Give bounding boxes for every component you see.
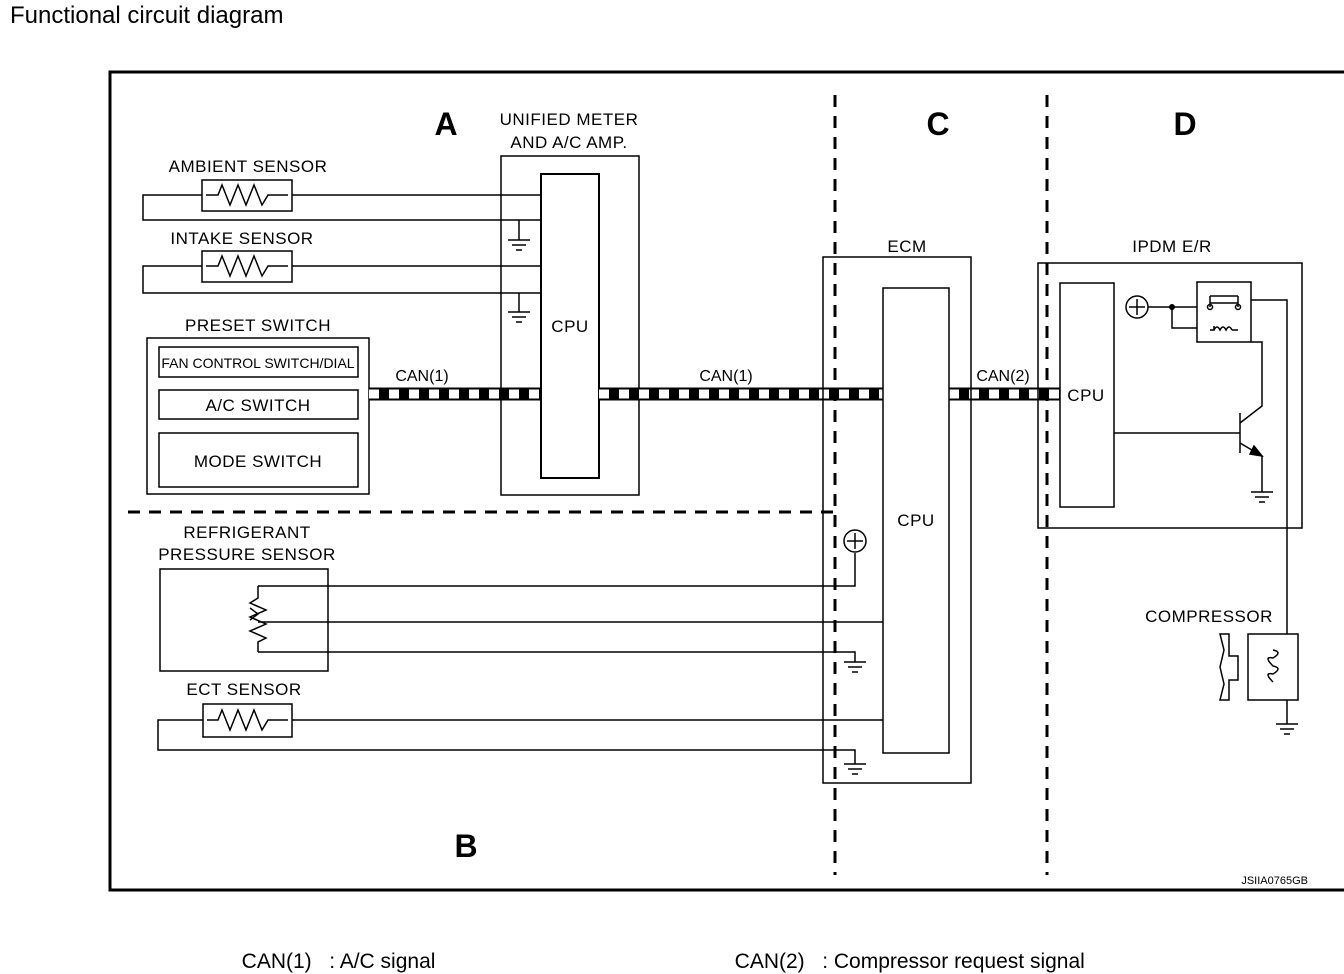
preset-switch-label: PRESET SWITCH (185, 316, 331, 335)
ground-icon (1275, 723, 1299, 735)
ground-icon (1250, 491, 1274, 503)
preset-switch-box (146, 337, 370, 495)
ambient-sensor-label: AMBIENT SENSOR (169, 157, 328, 176)
ect-sensor-label: ECT SENSOR (186, 680, 301, 699)
zone-label-a: A (434, 106, 457, 142)
ecm-cpu-label: CPU (897, 511, 934, 530)
relay-coil-feed (1171, 307, 1197, 329)
intake-resistor-symbol (206, 253, 288, 279)
ecm-cpu (882, 287, 950, 754)
refrigerant-potentiometer (248, 586, 268, 652)
ground-icon (843, 763, 867, 775)
relay-output-wire (1251, 299, 1288, 634)
relay-box (1196, 281, 1252, 343)
legend-can2: CAN(2) : Compressor request signal (723, 926, 1085, 974)
transistor-icon (1239, 341, 1264, 492)
ground-icon (507, 311, 531, 323)
zone-label-c: C (926, 106, 949, 142)
ect-resistor-symbol (207, 707, 288, 733)
refrigerant-supply-wire (258, 553, 856, 587)
ac-switch-box (158, 389, 359, 420)
refrigerant-sensor-label: REFRIGERANT (183, 523, 310, 542)
diagram-frame (108, 70, 1344, 892)
page-title: Functional circuit diagram (10, 2, 284, 29)
refrigerant-ground-wire (258, 651, 856, 662)
relay-switch-icon (1206, 295, 1242, 311)
refrigerant-sensor-box (159, 568, 329, 672)
ipdm-label: IPDM E/R (1132, 237, 1212, 256)
refrigerant-sensor-label-2: PRESSURE SENSOR (158, 545, 336, 564)
unified-meter-cpu (540, 173, 600, 479)
ambient-resistor-symbol (206, 182, 288, 208)
ecm-box (822, 256, 972, 784)
refrigerant-wiper (249, 607, 260, 621)
relay-coil-icon (1210, 326, 1238, 332)
intake-sensor-label: INTAKE SENSOR (170, 229, 313, 248)
unified-meter-label-2: AND A/C AMP. (510, 133, 627, 152)
mode-switch-box (158, 432, 359, 488)
can2-label: CAN(2) (976, 368, 1029, 385)
ipdm-cpu (1059, 282, 1115, 508)
zone-label-d: D (1173, 106, 1196, 142)
ipdm-box (1037, 262, 1303, 529)
ground-icon (843, 661, 867, 673)
legend-can1: CAN(1) : A/C signal (230, 926, 436, 974)
ambient-sensor-wire (142, 194, 541, 221)
intake-sensor-wire (142, 265, 541, 294)
ecm-label: ECM (887, 237, 926, 256)
ac-switch-label: A/C SWITCH (205, 396, 310, 415)
compressor-clutch-icon (1219, 633, 1299, 701)
compressor-label: COMPRESSOR (1145, 607, 1273, 626)
fan-control-label: FAN CONTROL SWITCH/DIAL (161, 355, 354, 371)
unified-meter-label: UNIFIED METER (500, 110, 639, 129)
ect-ground-wire (157, 719, 856, 764)
unified-meter-cpu-label: CPU (551, 317, 588, 336)
ipdm-cpu-label: CPU (1067, 386, 1104, 405)
mode-switch-label: MODE SWITCH (194, 452, 322, 471)
power-supply-icon (843, 529, 867, 553)
fan-control-box (158, 346, 359, 378)
can1-label-left: CAN(1) (395, 368, 448, 385)
can1-label-right: CAN(1) (699, 368, 752, 385)
figure-code: JSIIA0765GB (1241, 875, 1308, 887)
zone-label-b: B (454, 828, 477, 864)
ground-icon (507, 239, 531, 251)
unified-meter-box (500, 155, 640, 496)
